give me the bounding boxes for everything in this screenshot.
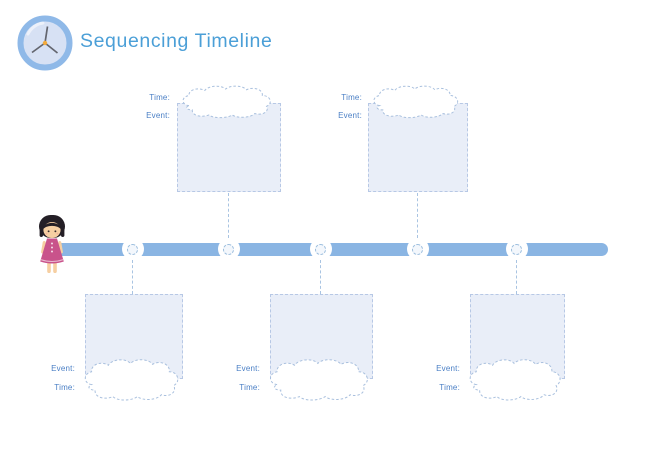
connector-line — [516, 260, 517, 294]
time-label: Time: — [341, 93, 362, 102]
lower-event-card-2[interactable]: Event: Time: — [202, 294, 382, 412]
connector-line — [228, 193, 229, 238]
event-label: Event: — [436, 364, 460, 373]
event-label: Event: — [338, 111, 362, 120]
timeline-connector-dot[interactable] — [127, 244, 138, 255]
timeline-connector-dot[interactable] — [412, 244, 423, 255]
time-label: Time: — [239, 383, 260, 392]
cloud-shape[interactable] — [370, 84, 466, 120]
timeline-connector-dot[interactable] — [511, 244, 522, 255]
event-label: Event: — [51, 364, 75, 373]
timeline-connector-dot[interactable] — [223, 244, 234, 255]
time-label: Time: — [149, 93, 170, 102]
event-label: Event: — [146, 111, 170, 120]
event-box[interactable] — [368, 103, 468, 192]
cloud-shape[interactable] — [81, 357, 187, 403]
event-label: Event: — [236, 364, 260, 373]
time-label: Time: — [439, 383, 460, 392]
upper-event-card-1[interactable]: Time: Event: — [112, 84, 282, 196]
header: Sequencing Timeline — [0, 0, 650, 80]
time-label: Time: — [54, 383, 75, 392]
cloud-shape[interactable] — [466, 357, 569, 403]
girl-character[interactable] — [30, 211, 74, 275]
connector-line — [132, 260, 133, 294]
connector-line — [417, 193, 418, 238]
cloud-shape[interactable] — [266, 357, 377, 403]
clock-icon[interactable] — [17, 15, 73, 71]
page-title: Sequencing Timeline — [80, 30, 273, 52]
connector-line — [320, 260, 321, 294]
lower-event-card-1[interactable]: Event: Time: — [17, 294, 193, 412]
cloud-shape[interactable] — [179, 84, 279, 120]
timeline-connector-dot[interactable] — [315, 244, 326, 255]
upper-event-card-2[interactable]: Time: Event: — [304, 84, 470, 196]
lower-event-card-3[interactable]: Event: Time: — [402, 294, 574, 412]
event-box[interactable] — [177, 103, 281, 192]
